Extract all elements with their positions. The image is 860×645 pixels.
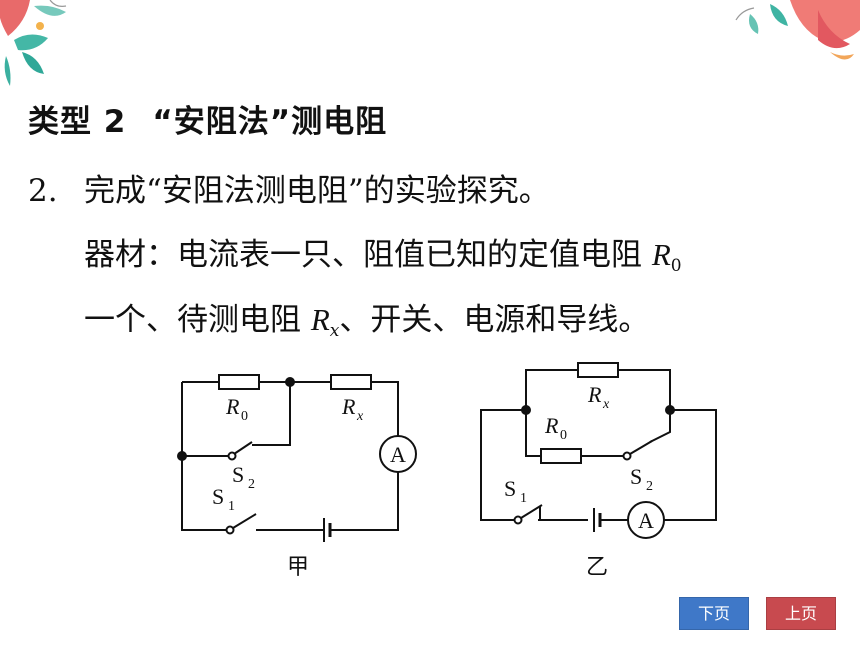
yi-label-s1-sub: 1 bbox=[520, 491, 527, 506]
yi-caption: 乙 bbox=[586, 554, 608, 579]
resistor-r0-symbol: R bbox=[651, 237, 671, 272]
materials-text-2: 一个、待测电阻 bbox=[84, 302, 311, 338]
yi-label-r0-sub: 0 bbox=[560, 428, 567, 443]
jia-resistor-rx bbox=[330, 374, 372, 390]
type-number: 类型 2 bbox=[28, 104, 127, 140]
previous-page-button[interactable]: 上页 bbox=[766, 597, 836, 630]
yi-resistor-r0 bbox=[540, 448, 582, 464]
problem-statement: 完成“安阻法测电阻”的实验探究。 bbox=[84, 173, 550, 209]
jia-resistor-r0 bbox=[218, 374, 260, 390]
yi-junction-left bbox=[521, 405, 531, 415]
yi-label-ammeter: A bbox=[638, 508, 654, 533]
resistor-rx-subscript: x bbox=[329, 321, 340, 341]
jia-caption: 甲 bbox=[287, 554, 309, 579]
resistor-r0-subscript: 0 bbox=[670, 256, 682, 276]
section-title: “安阻法”测电阻 bbox=[152, 104, 388, 140]
jia-label-s2-sub: 2 bbox=[248, 477, 255, 492]
jia-label-s2: S bbox=[232, 462, 244, 487]
section-heading: 类型 2 “安阻法”测电阻 bbox=[28, 96, 387, 141]
materials-text-3: 、开关、电源和导线。 bbox=[339, 302, 650, 338]
jia-ammeter bbox=[379, 435, 417, 473]
yi-label-s1: S bbox=[504, 476, 516, 501]
materials-text: 器材：电流表一只、阻值已知的定值电阻 bbox=[84, 237, 652, 273]
jia-junction-left bbox=[177, 451, 187, 461]
yi-label-rx: R bbox=[587, 382, 602, 407]
jia-label-r0-sub: 0 bbox=[241, 409, 248, 424]
resistor-rx-symbol: R bbox=[310, 302, 330, 337]
jia-label-s1-sub: 1 bbox=[228, 499, 235, 514]
circuit-yi bbox=[480, 362, 717, 539]
yi-junction-right bbox=[665, 405, 675, 415]
jia-label-ammeter: A bbox=[390, 442, 406, 467]
jia-label-rx: R bbox=[341, 394, 356, 419]
jia-switch-s1-blade bbox=[232, 513, 257, 529]
jia-switch-s2-blade bbox=[233, 441, 253, 455]
jia-label-r0: R bbox=[225, 394, 240, 419]
jia-switch-s1-pivot bbox=[225, 525, 235, 535]
yi-ammeter bbox=[627, 501, 665, 539]
jia-switch-s2-pivot bbox=[227, 451, 237, 461]
next-page-button[interactable]: 下页 bbox=[679, 597, 749, 630]
circuit-jia bbox=[181, 374, 417, 542]
problem-number: 2. bbox=[28, 173, 58, 209]
leaf-decoration-top-left bbox=[0, 0, 67, 86]
yi-switch-s2-blade bbox=[629, 440, 653, 455]
yi-label-s2-sub: 2 bbox=[646, 479, 653, 494]
yi-switch-s1-blade bbox=[520, 504, 543, 519]
yi-label-rx-sub: x bbox=[602, 397, 610, 412]
jia-label-rx-sub: x bbox=[356, 409, 364, 424]
problem-line-1: 2. 完成“安阻法测电阻”的实验探究。 bbox=[28, 165, 550, 210]
yi-label-s2: S bbox=[630, 464, 642, 489]
problem-line-2: 器材：电流表一只、阻值已知的定值电阻 R0 bbox=[84, 229, 682, 276]
yi-resistor-rx bbox=[577, 362, 619, 378]
yi-switch-s1-pivot bbox=[513, 515, 523, 525]
jia-label-s1: S bbox=[212, 484, 224, 509]
jia-junction-top bbox=[285, 377, 295, 387]
leaf-decoration-top-right bbox=[735, 0, 860, 60]
yi-label-r0: R bbox=[544, 413, 559, 438]
problem-line-3: 一个、待测电阻 Rx、开关、电源和导线。 bbox=[84, 294, 649, 341]
yi-switch-s2-pivot bbox=[622, 451, 632, 461]
